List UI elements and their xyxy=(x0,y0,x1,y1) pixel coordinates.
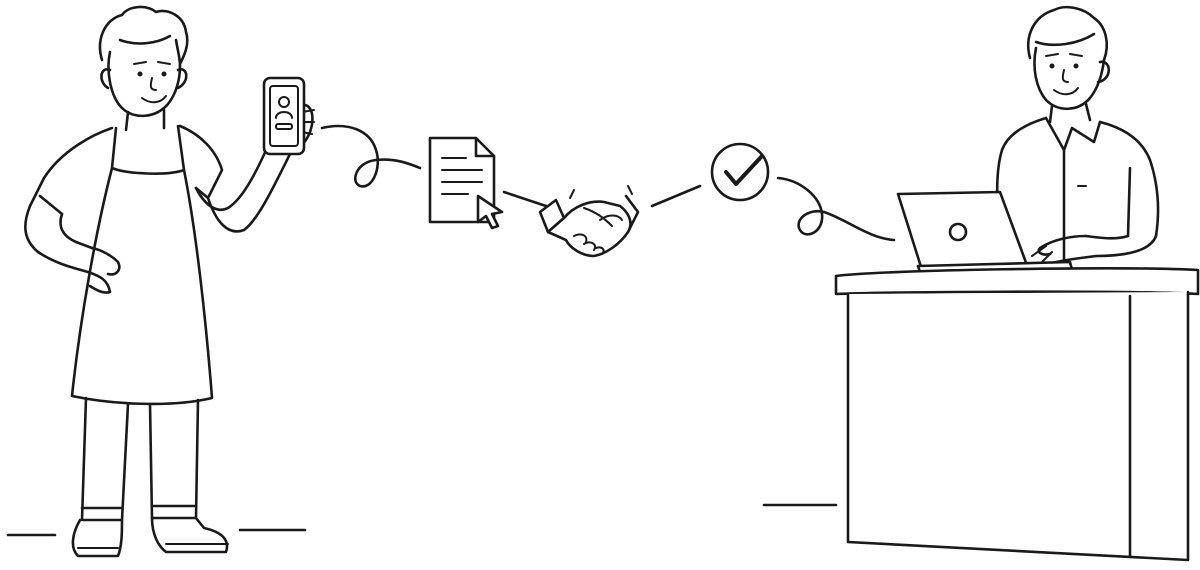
worker-with-phone xyxy=(6,5,315,558)
connector-loop-1 xyxy=(320,124,422,188)
connector-loop-4 xyxy=(776,176,896,242)
user-profile-icon xyxy=(275,96,293,130)
smartphone-icon xyxy=(262,76,306,156)
worker-shoes xyxy=(71,516,229,558)
worker-shirt xyxy=(28,124,224,216)
office-worker-collar xyxy=(1044,116,1102,264)
document-icon xyxy=(428,136,504,230)
office-worker-hair xyxy=(1027,5,1108,62)
check-circle-icon xyxy=(710,142,770,202)
worker-apron xyxy=(70,166,214,406)
laptop-icon xyxy=(896,190,1074,274)
worker-face xyxy=(107,50,182,118)
worker-left-hand xyxy=(86,246,121,294)
worker-right-arm xyxy=(194,144,292,233)
worker-hair xyxy=(98,5,189,68)
cursor-icon xyxy=(476,194,504,230)
office-worker-shirt xyxy=(995,116,1160,238)
office-worker-face xyxy=(1033,46,1106,111)
office-worker-at-laptop xyxy=(762,5,1200,562)
handshake-icon xyxy=(538,185,640,258)
connector-line-2 xyxy=(502,190,548,208)
desk xyxy=(834,267,1200,562)
worker-trousers xyxy=(80,396,200,522)
office-worker-hand xyxy=(1037,234,1098,264)
connector-line-3 xyxy=(650,184,702,208)
ground-line-left xyxy=(6,528,307,537)
